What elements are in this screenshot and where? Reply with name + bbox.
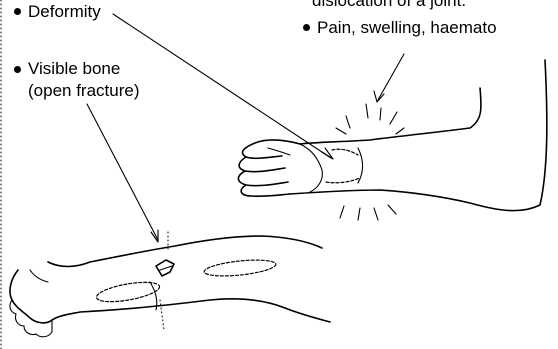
- pain-bullet: [303, 24, 310, 31]
- visible-bone-arrowhead: [151, 230, 158, 242]
- deformity-bullet: [14, 8, 21, 15]
- visible-bone-bullet: [14, 66, 21, 73]
- open-fracture-label: (open fracture): [28, 80, 140, 101]
- pain-pointer-line: [378, 54, 404, 100]
- visible-bone-label: Visible bone: [28, 58, 120, 79]
- pain-swelling-label: Pain, swelling, haemato: [317, 17, 497, 38]
- visible-bone-pointer-line: [87, 104, 158, 240]
- dislocation-text-fragment: dislocation of a joint.: [312, 0, 466, 11]
- deformity-pointer-line: [113, 14, 331, 158]
- injured-leg-illustration: [10, 232, 330, 337]
- deformity-arrowhead: [322, 148, 333, 159]
- deformity-label: Deformity: [28, 1, 101, 22]
- injured-arm-illustration: [238, 60, 546, 220]
